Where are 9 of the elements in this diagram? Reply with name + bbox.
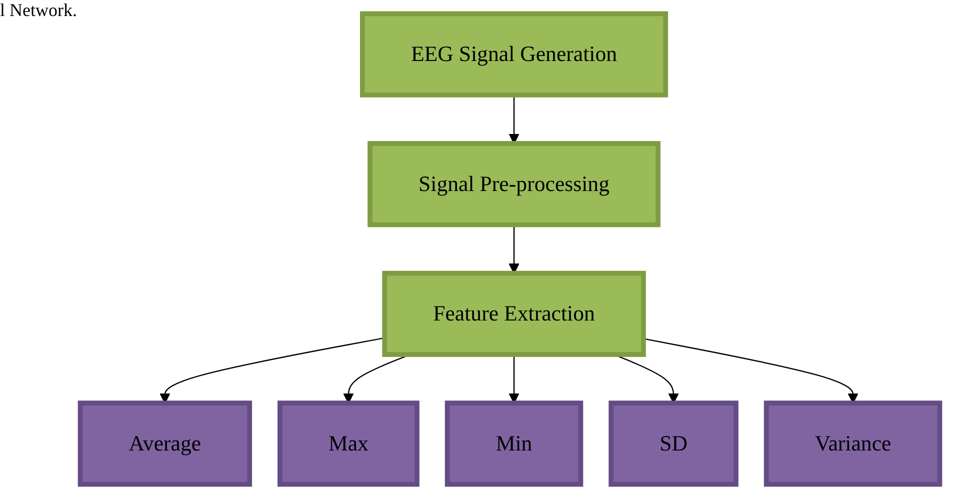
node-box: Signal Pre-processing [368,141,660,228]
node-box: SD [608,400,738,487]
caption-fragment: l Network. [0,0,77,21]
node-box: Variance [764,400,942,487]
node-box: Feature Extraction [382,270,646,357]
node-box: Max [278,400,420,487]
node-box: EEG Signal Generation [360,11,668,98]
node-box: Average [78,400,252,487]
node-box: Min [444,400,584,487]
